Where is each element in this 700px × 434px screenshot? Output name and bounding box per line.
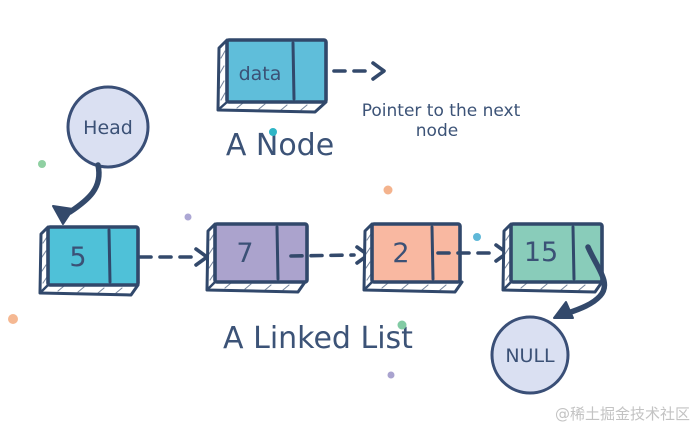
pointer-arrow-head bbox=[371, 61, 386, 81]
box-fold-line bbox=[216, 100, 229, 112]
node-cell bbox=[46, 225, 140, 287]
pointer-cell-divider bbox=[291, 41, 296, 101]
watermark: @稀土掘金技术社区 bbox=[555, 405, 690, 423]
purple-dot-2 bbox=[387, 371, 395, 379]
box-fold-line bbox=[205, 280, 217, 292]
arrow-15-to-null bbox=[553, 244, 608, 319]
box-hatching bbox=[208, 233, 290, 291]
node-cell bbox=[509, 222, 604, 284]
box-fold-line bbox=[38, 283, 50, 295]
green-dot bbox=[38, 160, 46, 168]
head-arrow-curve bbox=[67, 162, 102, 215]
data-cell-label: data bbox=[239, 63, 282, 85]
node-value: 7 bbox=[236, 238, 253, 269]
head-arrow-head bbox=[52, 205, 74, 225]
list-node-7: 7 bbox=[205, 222, 309, 294]
data-cell bbox=[225, 38, 328, 104]
node-value: 2 bbox=[392, 238, 409, 269]
node-value: 5 bbox=[69, 242, 86, 273]
green-dot-2 bbox=[397, 320, 407, 330]
list-node-5: 5 bbox=[38, 225, 140, 297]
box-fold-line bbox=[501, 280, 513, 292]
head-circle bbox=[66, 85, 150, 169]
node-cell bbox=[213, 222, 309, 284]
null-circle bbox=[490, 315, 570, 395]
node-value: 15 bbox=[524, 237, 558, 268]
pointer-caption-line1: Pointer to the next bbox=[362, 101, 521, 121]
null-arrow-curve bbox=[565, 244, 608, 316]
head-arrow bbox=[52, 162, 102, 225]
a-node-title: A Node bbox=[226, 128, 334, 163]
peach-dot bbox=[383, 185, 393, 195]
null-arrow-head bbox=[553, 301, 574, 319]
pointer-caption-line2: node bbox=[416, 121, 458, 141]
pointer-cell-divider bbox=[571, 225, 576, 281]
box-hatching bbox=[504, 233, 586, 291]
pointer-cell-divider bbox=[430, 225, 435, 281]
pointer-cell-divider bbox=[275, 225, 280, 281]
box-hatching bbox=[365, 233, 447, 291]
head-label: Head bbox=[83, 117, 133, 139]
data-node-box: data bbox=[216, 38, 328, 114]
arrow-line bbox=[289, 253, 356, 258]
list-node-15: 15 bbox=[501, 222, 604, 294]
arrow-head bbox=[194, 247, 209, 267]
box-hatching bbox=[41, 236, 123, 294]
blue-dot bbox=[473, 233, 481, 241]
null-label: NULL bbox=[505, 345, 555, 367]
a-linked-list-title: A Linked List bbox=[223, 321, 413, 356]
pointer-cell-divider bbox=[107, 228, 112, 284]
pointer-arrow bbox=[332, 61, 386, 81]
purple-dot bbox=[184, 213, 192, 221]
peach-dot-2 bbox=[8, 314, 18, 324]
box-hatching bbox=[219, 50, 308, 111]
teal-dot bbox=[269, 128, 277, 136]
list-node-2: 2 bbox=[362, 222, 464, 294]
arrow-5-to-7 bbox=[138, 247, 209, 267]
box-fold-line bbox=[362, 280, 374, 292]
